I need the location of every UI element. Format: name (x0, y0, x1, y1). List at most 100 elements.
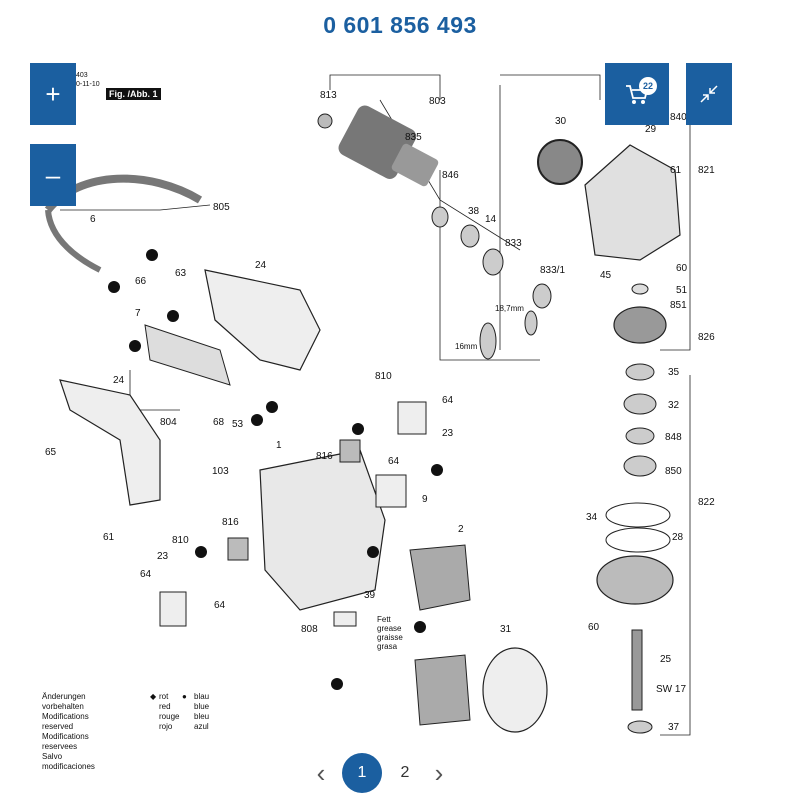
part-label: 803 (429, 96, 446, 107)
part-label: 64 (388, 456, 400, 467)
pagination: ‹ 1 2 › (310, 748, 450, 798)
part-label: 7 (135, 308, 141, 319)
svg-text:C: C (334, 679, 341, 690)
handle-half-part (204, 269, 321, 371)
part-label: 30 (555, 116, 567, 127)
collapse-arrows-icon (700, 85, 718, 103)
svg-text:C: C (254, 415, 261, 426)
legend-text: blau (194, 692, 210, 701)
page-1-button[interactable]: 1 (342, 753, 382, 793)
svg-text:B: B (170, 311, 177, 322)
part-label: 61 (103, 532, 115, 543)
figure-code: 403 0-11-10 (76, 71, 100, 89)
part-label: SW 17 (656, 684, 686, 695)
part-label: 826 (698, 332, 715, 343)
part-label: 851 (670, 300, 687, 311)
red-marker: ◆ (150, 692, 157, 701)
cart-button[interactable]: 22 (605, 63, 669, 125)
minus-icon: – (45, 159, 61, 190)
legend-text: red (159, 702, 171, 711)
collapse-button[interactable] (686, 63, 732, 125)
part-label: 6 (90, 214, 96, 225)
part-label: 821 (698, 165, 715, 176)
part-label: 846 (442, 170, 459, 181)
part-label: 848 (665, 432, 682, 443)
part-label: 64 (214, 600, 226, 611)
part-label: 18,7mm (495, 304, 524, 313)
part-label: 64 (442, 395, 454, 406)
part-label: 24 (113, 375, 125, 386)
part-label: 810 (172, 535, 189, 546)
figure-code-line: 0-11-10 (76, 81, 100, 88)
part-label: 60 (588, 622, 600, 633)
part-label: 840 (670, 112, 687, 123)
svg-text:A: A (132, 341, 139, 352)
part-label: 61 (670, 165, 682, 176)
part-label: 833/1 (540, 265, 565, 276)
part-label: 34 (586, 512, 598, 523)
part-label: 38 (468, 206, 480, 217)
zoom-in-button[interactable]: + (30, 63, 76, 125)
part-label: 9 (422, 494, 428, 505)
prev-page-button[interactable]: ‹ (316, 757, 326, 788)
part-label: 32 (668, 400, 680, 411)
figure-label: Fig. /Abb. 1 (106, 88, 161, 100)
legend-text: rojo (159, 722, 173, 731)
part-label: 850 (665, 466, 682, 477)
svg-text:E: E (198, 547, 205, 558)
part-label: 833 (505, 238, 522, 249)
part-label: 23 (157, 551, 169, 562)
part-label: 64 (140, 569, 152, 580)
part-label: 2 (458, 524, 464, 535)
part-label: 14 (485, 214, 497, 225)
part-label: 24 (255, 260, 267, 271)
part-label: 810 (375, 371, 392, 382)
svg-text:D: D (269, 402, 276, 413)
zoom-out-button[interactable]: – (30, 144, 76, 206)
part-label: 65 (45, 447, 57, 458)
part-label: 103 (212, 466, 229, 477)
part-label: 822 (698, 497, 715, 508)
blue-marker: ● (182, 692, 187, 701)
svg-text:E: E (370, 547, 377, 558)
legend-text: rouge (159, 712, 180, 721)
page-2-button[interactable]: 2 (400, 764, 410, 781)
legend-text: rot (159, 692, 169, 701)
svg-text:D: D (434, 465, 441, 476)
part-label: 68 (213, 417, 225, 428)
svg-text:F: F (355, 424, 361, 435)
cart-count-badge: 22 (639, 77, 657, 95)
part-label: 39 (364, 590, 376, 601)
legend-text: blue (194, 702, 210, 711)
part-label: 16mm (455, 342, 478, 351)
part-label: 28 (672, 532, 684, 543)
part-label: 35 (668, 367, 680, 378)
part-label: 45 (600, 270, 612, 281)
part-label: 37 (668, 722, 680, 733)
legend-text: Modifications reservees (42, 732, 89, 751)
page-title: 0 601 856 493 (323, 12, 477, 38)
part-label: 813 (320, 90, 337, 101)
part-label: 31 (500, 624, 512, 635)
part-label: 835 (405, 132, 422, 143)
legend-text: Salvo modificaciones (42, 752, 95, 771)
part-label: 1 (276, 440, 282, 451)
part-label: 25 (660, 654, 672, 665)
figure-code-line: 403 (76, 72, 88, 79)
part-label: 66 (135, 276, 147, 287)
part-label: 805 (213, 202, 230, 213)
motor-housing-part (259, 449, 386, 611)
part-label: 804 (160, 417, 177, 428)
svg-text:F: F (417, 622, 423, 633)
next-page-button[interactable]: › (434, 757, 444, 788)
part-label: 23 (442, 428, 454, 439)
legend-text: bleu (194, 712, 210, 721)
part-label: 808 (301, 624, 318, 635)
end-cover-part (482, 647, 548, 733)
plus-icon: + (45, 78, 61, 109)
armature-part (317, 105, 439, 187)
field-winding-part (409, 544, 471, 611)
gear-part (537, 139, 583, 185)
